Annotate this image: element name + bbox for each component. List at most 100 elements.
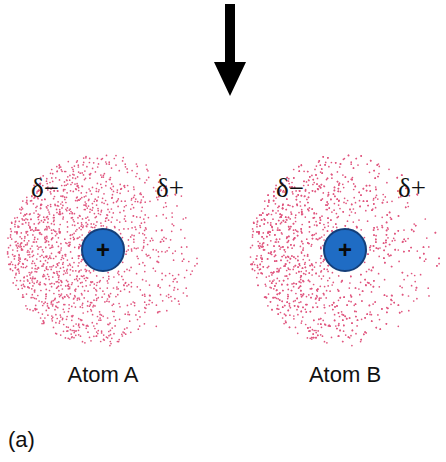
electron-dot — [31, 288, 33, 290]
electron-dot — [81, 281, 83, 283]
electron-dot — [308, 272, 310, 274]
electron-dot — [100, 183, 102, 185]
electron-dot — [351, 322, 353, 324]
electron-dot — [46, 237, 48, 239]
electron-dot — [124, 206, 126, 208]
electron-dot — [82, 186, 84, 188]
electron-dot — [352, 330, 354, 332]
electron-dot — [116, 219, 118, 221]
electron-dot — [81, 275, 83, 277]
electron-dot — [144, 295, 146, 297]
electron-dot — [22, 249, 24, 251]
electron-dot — [58, 262, 60, 264]
electron-dot — [166, 295, 168, 297]
electron-dot — [261, 219, 263, 221]
electron-dot — [35, 229, 37, 231]
electron-dot — [317, 334, 319, 336]
electron-dot — [24, 214, 26, 216]
electron-dot — [149, 295, 151, 297]
electron-dot — [169, 273, 171, 275]
electron-dot — [96, 331, 98, 333]
electron-dot — [88, 270, 90, 272]
electron-dot — [97, 183, 99, 185]
electron-dot — [115, 164, 117, 166]
electron-dot — [141, 249, 143, 251]
electron-dot — [45, 284, 47, 286]
electron-dot — [77, 217, 79, 219]
electron-dot — [78, 246, 80, 248]
electron-dot — [139, 316, 141, 318]
electron-dot — [10, 236, 12, 238]
electron-dot — [8, 256, 10, 258]
electron-dot — [332, 309, 334, 311]
electron-dot — [60, 243, 62, 245]
electron-dot — [289, 262, 291, 264]
electron-dot — [45, 278, 47, 280]
electron-dot — [71, 182, 73, 184]
electron-dot — [10, 269, 12, 271]
electron-dot — [118, 339, 120, 341]
electron-dot — [342, 319, 344, 321]
electron-dot — [96, 275, 98, 277]
electron-dot — [16, 231, 18, 233]
electron-dot — [51, 239, 53, 241]
electron-dot — [81, 294, 83, 296]
electron-dot — [80, 261, 82, 263]
electron-dot — [73, 174, 75, 176]
electron-dot — [47, 303, 49, 305]
electron-dot — [75, 330, 77, 332]
electron-dot — [10, 245, 12, 247]
electron-dot — [278, 270, 280, 272]
electron-dot — [271, 214, 273, 216]
electron-dot — [373, 280, 375, 282]
electron-dot — [316, 289, 318, 291]
electron-dot — [375, 241, 377, 243]
electron-dot — [309, 337, 311, 339]
electron-dot — [29, 214, 31, 216]
electron-dot — [71, 284, 73, 286]
electron-dot — [34, 308, 36, 310]
electron-dot — [79, 236, 81, 238]
electron-dot — [127, 249, 129, 251]
electron-dot — [134, 226, 136, 228]
electron-dot — [361, 300, 363, 302]
electron-dot — [170, 239, 172, 241]
electron-dot — [59, 320, 61, 322]
electron-dot — [19, 244, 21, 246]
electron-dot — [302, 267, 304, 269]
electron-dot — [123, 185, 125, 187]
electron-dot — [136, 166, 138, 168]
electron-dot — [80, 319, 82, 321]
electron-dot — [118, 170, 120, 172]
electron-dot — [56, 302, 58, 304]
electron-dot — [44, 237, 46, 239]
electron-dot — [89, 190, 91, 192]
electron-dot — [303, 281, 305, 283]
electron-dot — [68, 245, 70, 247]
electron-dot — [316, 225, 318, 227]
electron-dot — [18, 272, 20, 274]
electron-dot — [145, 280, 147, 282]
electron-dot — [157, 285, 159, 287]
electron-dot — [288, 256, 290, 258]
electron-dot — [328, 324, 330, 326]
electron-dot — [108, 163, 110, 165]
electron-dot — [86, 192, 88, 194]
electron-dot — [408, 250, 410, 252]
electron-dot — [96, 221, 98, 223]
electron-dot — [112, 186, 114, 188]
electron-dot — [85, 271, 87, 273]
electron-dot — [45, 267, 47, 269]
electron-dot — [47, 209, 49, 211]
electron-dot — [77, 176, 79, 178]
electron-dot — [56, 306, 58, 308]
electron-dot — [366, 185, 368, 187]
electron-dot — [71, 306, 73, 308]
electron-dot — [139, 225, 141, 227]
electron-dot — [133, 215, 135, 217]
electron-dot — [122, 261, 124, 263]
electron-dot — [109, 322, 111, 324]
electron-dot — [72, 219, 74, 221]
electron-dot — [25, 232, 27, 234]
electron-dot — [69, 208, 71, 210]
